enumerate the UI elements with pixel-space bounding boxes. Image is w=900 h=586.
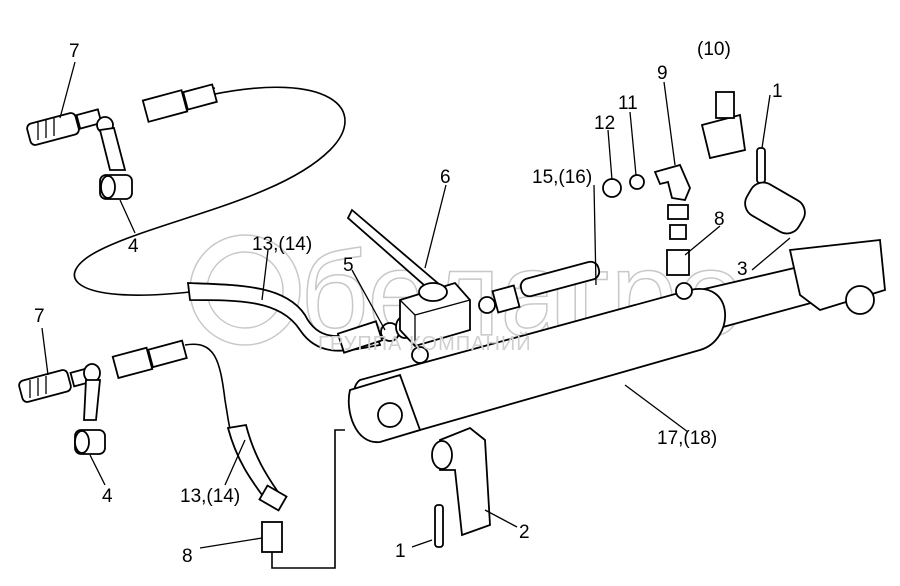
dust-cap-bottom xyxy=(74,363,106,455)
label-pin-top: 1 xyxy=(772,81,783,102)
label-elbow: 9 xyxy=(657,63,668,84)
label-nut: 12 xyxy=(594,113,615,134)
label-bushing: 3 xyxy=(737,259,748,280)
hose-bottom-line xyxy=(184,343,233,441)
hose-bottom-nut xyxy=(258,484,288,512)
label-hose-bottom: 13,(14) xyxy=(180,486,240,507)
ball-valve xyxy=(346,208,471,348)
label-washer: 5 xyxy=(343,255,354,276)
quick-coupler-top xyxy=(26,108,103,146)
label-tee: (10) xyxy=(697,39,731,60)
label-cylinder: 17,(18) xyxy=(657,428,717,449)
label-coupler-top: 7 xyxy=(69,41,80,62)
hydraulic-cylinder xyxy=(347,239,886,443)
tee-fitting xyxy=(700,91,747,160)
bracket xyxy=(431,426,491,537)
hose-fitting-bottom xyxy=(111,339,188,380)
pin-bottom xyxy=(434,504,444,548)
label-coupler-bottom: 7 xyxy=(34,306,45,327)
label-ring: 11 xyxy=(618,93,638,114)
bushing xyxy=(744,181,806,235)
label-pin-bottom: 1 xyxy=(395,541,406,562)
label-cap-top: 4 xyxy=(128,236,139,257)
pin-top xyxy=(756,147,766,184)
label-hose-top: 13,(14) xyxy=(252,234,312,255)
leader-lines xyxy=(41,61,791,549)
quick-coupler-bottom xyxy=(18,366,95,403)
connection-line xyxy=(271,429,345,569)
hose-top xyxy=(186,282,382,352)
elbow-and-fittings xyxy=(602,163,691,276)
hose-fitting-top xyxy=(141,83,218,123)
hose-nut-top xyxy=(336,320,384,354)
label-cap-bottom: 4 xyxy=(102,486,113,507)
label-pipe: 15,(16) xyxy=(532,167,592,188)
label-fitting-bottom: 8 xyxy=(182,546,193,567)
dust-cap-top xyxy=(96,116,133,200)
label-valve: 6 xyxy=(440,167,451,188)
hose-loop xyxy=(73,86,346,296)
label-fitting-top: 8 xyxy=(714,209,725,230)
label-bracket: 2 xyxy=(519,522,530,543)
pipe-and-nuts xyxy=(478,260,601,314)
watermark-tagline: ГРУППА КОМПАНИЙ xyxy=(318,331,532,355)
fitting-bottom xyxy=(261,521,283,553)
